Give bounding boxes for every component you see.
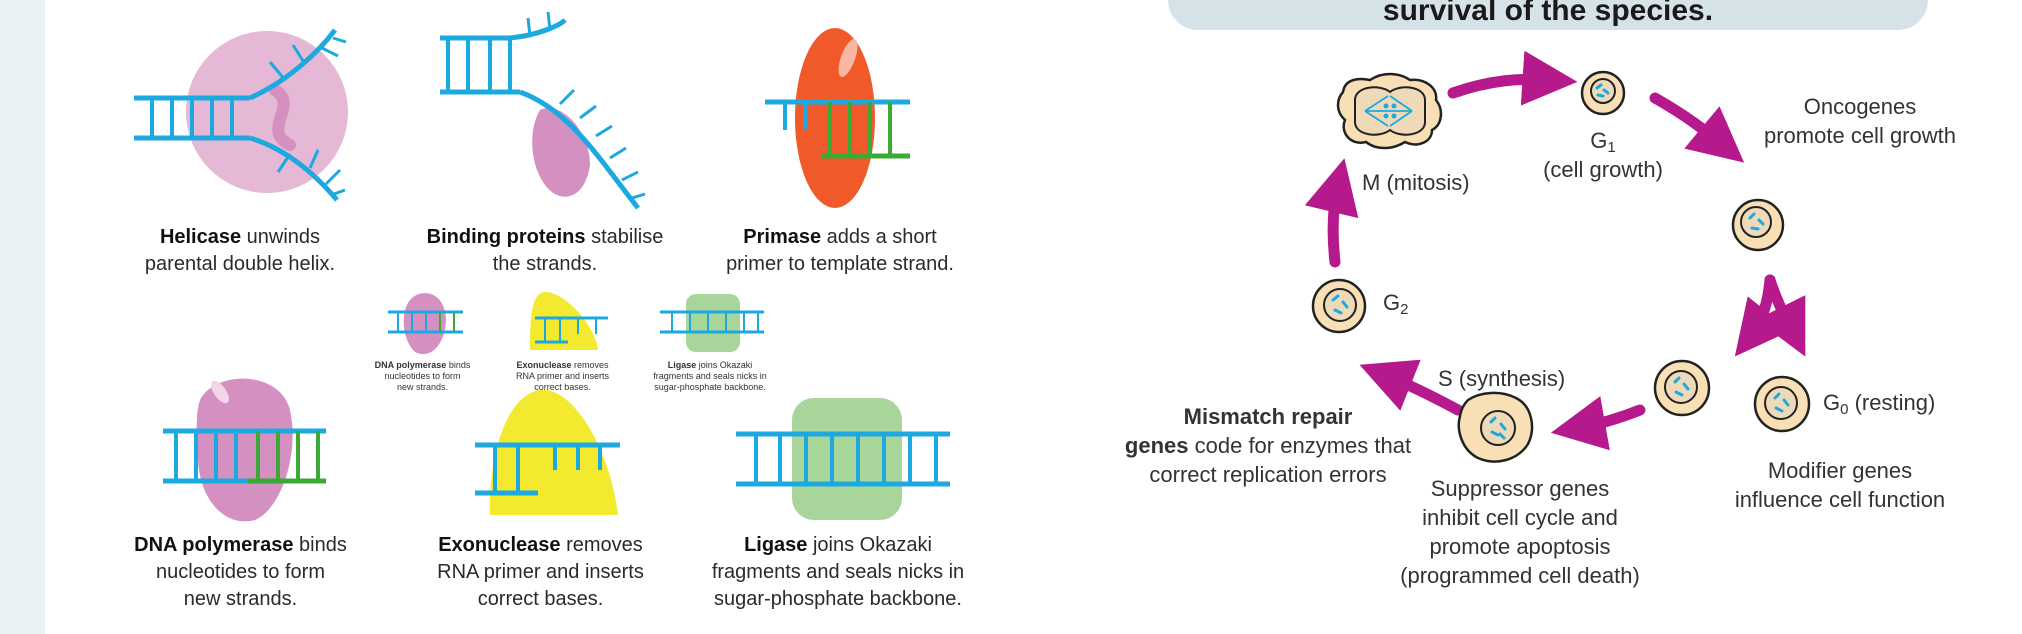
mini-ligase-caption: Ligase joins Okazaki fragments and seals… [645,360,775,393]
ligase-line2: fragments and seals nicks in [711,561,965,583]
mini-polymerase-illustration [388,293,463,355]
modifier-line1: Modifier genes [1767,458,1913,483]
cell-oncogene [1731,198,1785,252]
polymerase-line3: new strands. [183,588,298,610]
label-g2: G2 [1383,288,1408,317]
mini-exonuclease-line1: removes [571,360,609,370]
mini-ligase-illustration [660,294,764,352]
polymerase-illustration [163,378,326,522]
mini-polymerase-line2: nucleotides to form [384,371,461,381]
mini-ligase-line3: sugar-phosphate backbone. [654,382,766,392]
cell-mitosis [1336,72,1443,150]
mini-polymerase-name: DNA polymerase [374,360,447,370]
label-g2-sub: 2 [1400,301,1409,318]
label-modifier: Modifier genes influence cell function [1720,456,1960,514]
helicase-line1: unwinds [241,226,321,248]
mini-ligase-line1: joins Okazaki [696,360,753,370]
label-g0-letter: G [1823,390,1841,415]
mini-polymerase-line1: binds [446,360,471,370]
cell-suppressor [1653,359,1711,417]
primase-caption: Primase adds a short primer to template … [705,224,975,278]
ligase-line1: joins Okazaki [807,534,932,556]
suppressor-line1: Suppressor genes [1430,476,1610,501]
primase-name: Primase [743,226,822,248]
mini-exonuclease-name: Exonuclease [516,360,572,370]
polymerase-line2: nucleotides to form [156,561,325,583]
label-g1-sub: 1 [1607,139,1616,156]
label-g0-desc: (resting) [1848,390,1936,415]
mini-polymerase-caption: DNA polymerase binds nucleotides to form… [365,360,480,393]
content-panel [45,0,2022,634]
helicase-illustration [134,28,348,202]
title-banner: survival of the species. [1168,0,1928,30]
exonuclease-line1: removes [560,534,643,556]
mismatch-bold-line1: Mismatch repair [1183,404,1353,429]
binding-proteins-illustration [440,11,646,210]
binding-line1: stabilise [585,226,664,248]
binding-caption: Binding proteins stabilise the strands. [400,224,690,278]
label-g1-desc: (cell growth) [1543,157,1663,182]
mini-exonuclease-line3: correct bases. [534,382,591,392]
mismatch-bold-line2: genes [1124,433,1189,458]
label-g1-letter: G [1590,128,1608,153]
helicase-line2: parental double helix. [144,253,336,275]
polymerase-line1: binds [293,534,347,556]
ligase-name: Ligase [744,534,808,556]
label-synthesis: S (synthesis) [1438,366,1566,391]
mismatch-rest-line2: correct replication errors [1149,462,1387,487]
oncogenes-line1: Oncogenes [1803,94,1917,119]
suppressor-line2: inhibit cell cycle and [1422,505,1618,530]
exonuclease-caption: Exonuclease removes RNA primer and inser… [418,532,663,613]
cell-g1 [1580,70,1626,116]
label-g1: G1 (cell growth) [1528,126,1678,184]
label-oncogenes: Oncogenes promote cell growth [1745,92,1975,150]
helicase-name: Helicase [159,226,242,248]
primase-illustration [765,28,910,208]
primase-line2: primer to template strand. [726,253,954,275]
label-mitosis: M (mitosis) [1362,170,1470,195]
helicase-caption: Helicase unwinds parental double helix. [120,224,360,278]
mini-exonuclease-illustration [530,292,608,350]
mini-exonuclease-caption: Exonuclease removes RNA primer and inser… [505,360,620,393]
label-g2-letter: G [1383,290,1401,315]
exonuclease-line3: correct bases. [477,588,604,610]
suppressor-line3: promote apoptosis [1429,534,1611,559]
polymerase-caption: DNA polymerase binds nucleotides to form… [118,532,363,613]
mini-ligase-name: Ligase [667,360,697,370]
label-suppressor: Suppressor genes inhibit cell cycle and … [1390,474,1650,590]
ligase-line3: sugar-phosphate backbone. [714,588,962,610]
mini-ligase-line2: fragments and seals nicks in [653,371,767,381]
cell-cycle-arrows [1304,50,1806,451]
oncogenes-line2: promote cell growth [1764,123,1956,148]
label-g0: G0 (resting) [1823,388,1935,417]
exonuclease-illustration [475,389,620,515]
polymerase-name: DNA polymerase [134,534,294,556]
cell-synthesis [1457,391,1534,463]
binding-name: Binding proteins [426,226,586,248]
modifier-line2: influence cell function [1734,487,1946,512]
cell-g0 [1753,375,1811,433]
exonuclease-name: Exonuclease [438,534,561,556]
ligase-caption: Ligase joins Okazaki fragments and seals… [698,532,978,613]
mini-exonuclease-line2: RNA primer and inserts [515,371,610,381]
ligase-illustration [736,398,950,520]
suppressor-line4: (programmed cell death) [1400,563,1640,588]
primase-line1: adds a short [821,226,937,248]
binding-line2: the strands. [492,253,598,275]
mini-polymerase-line3: new strands. [396,382,449,392]
mismatch-rest-line1: code for enzymes that [1188,433,1412,458]
cell-g2 [1311,278,1367,334]
exonuclease-line2: RNA primer and inserts [437,561,644,583]
banner-text: survival of the species. [1382,0,1714,27]
label-mismatch: Mismatch repair genes code for enzymes t… [1108,402,1428,489]
label-g0-sub: 0 [1840,401,1849,418]
